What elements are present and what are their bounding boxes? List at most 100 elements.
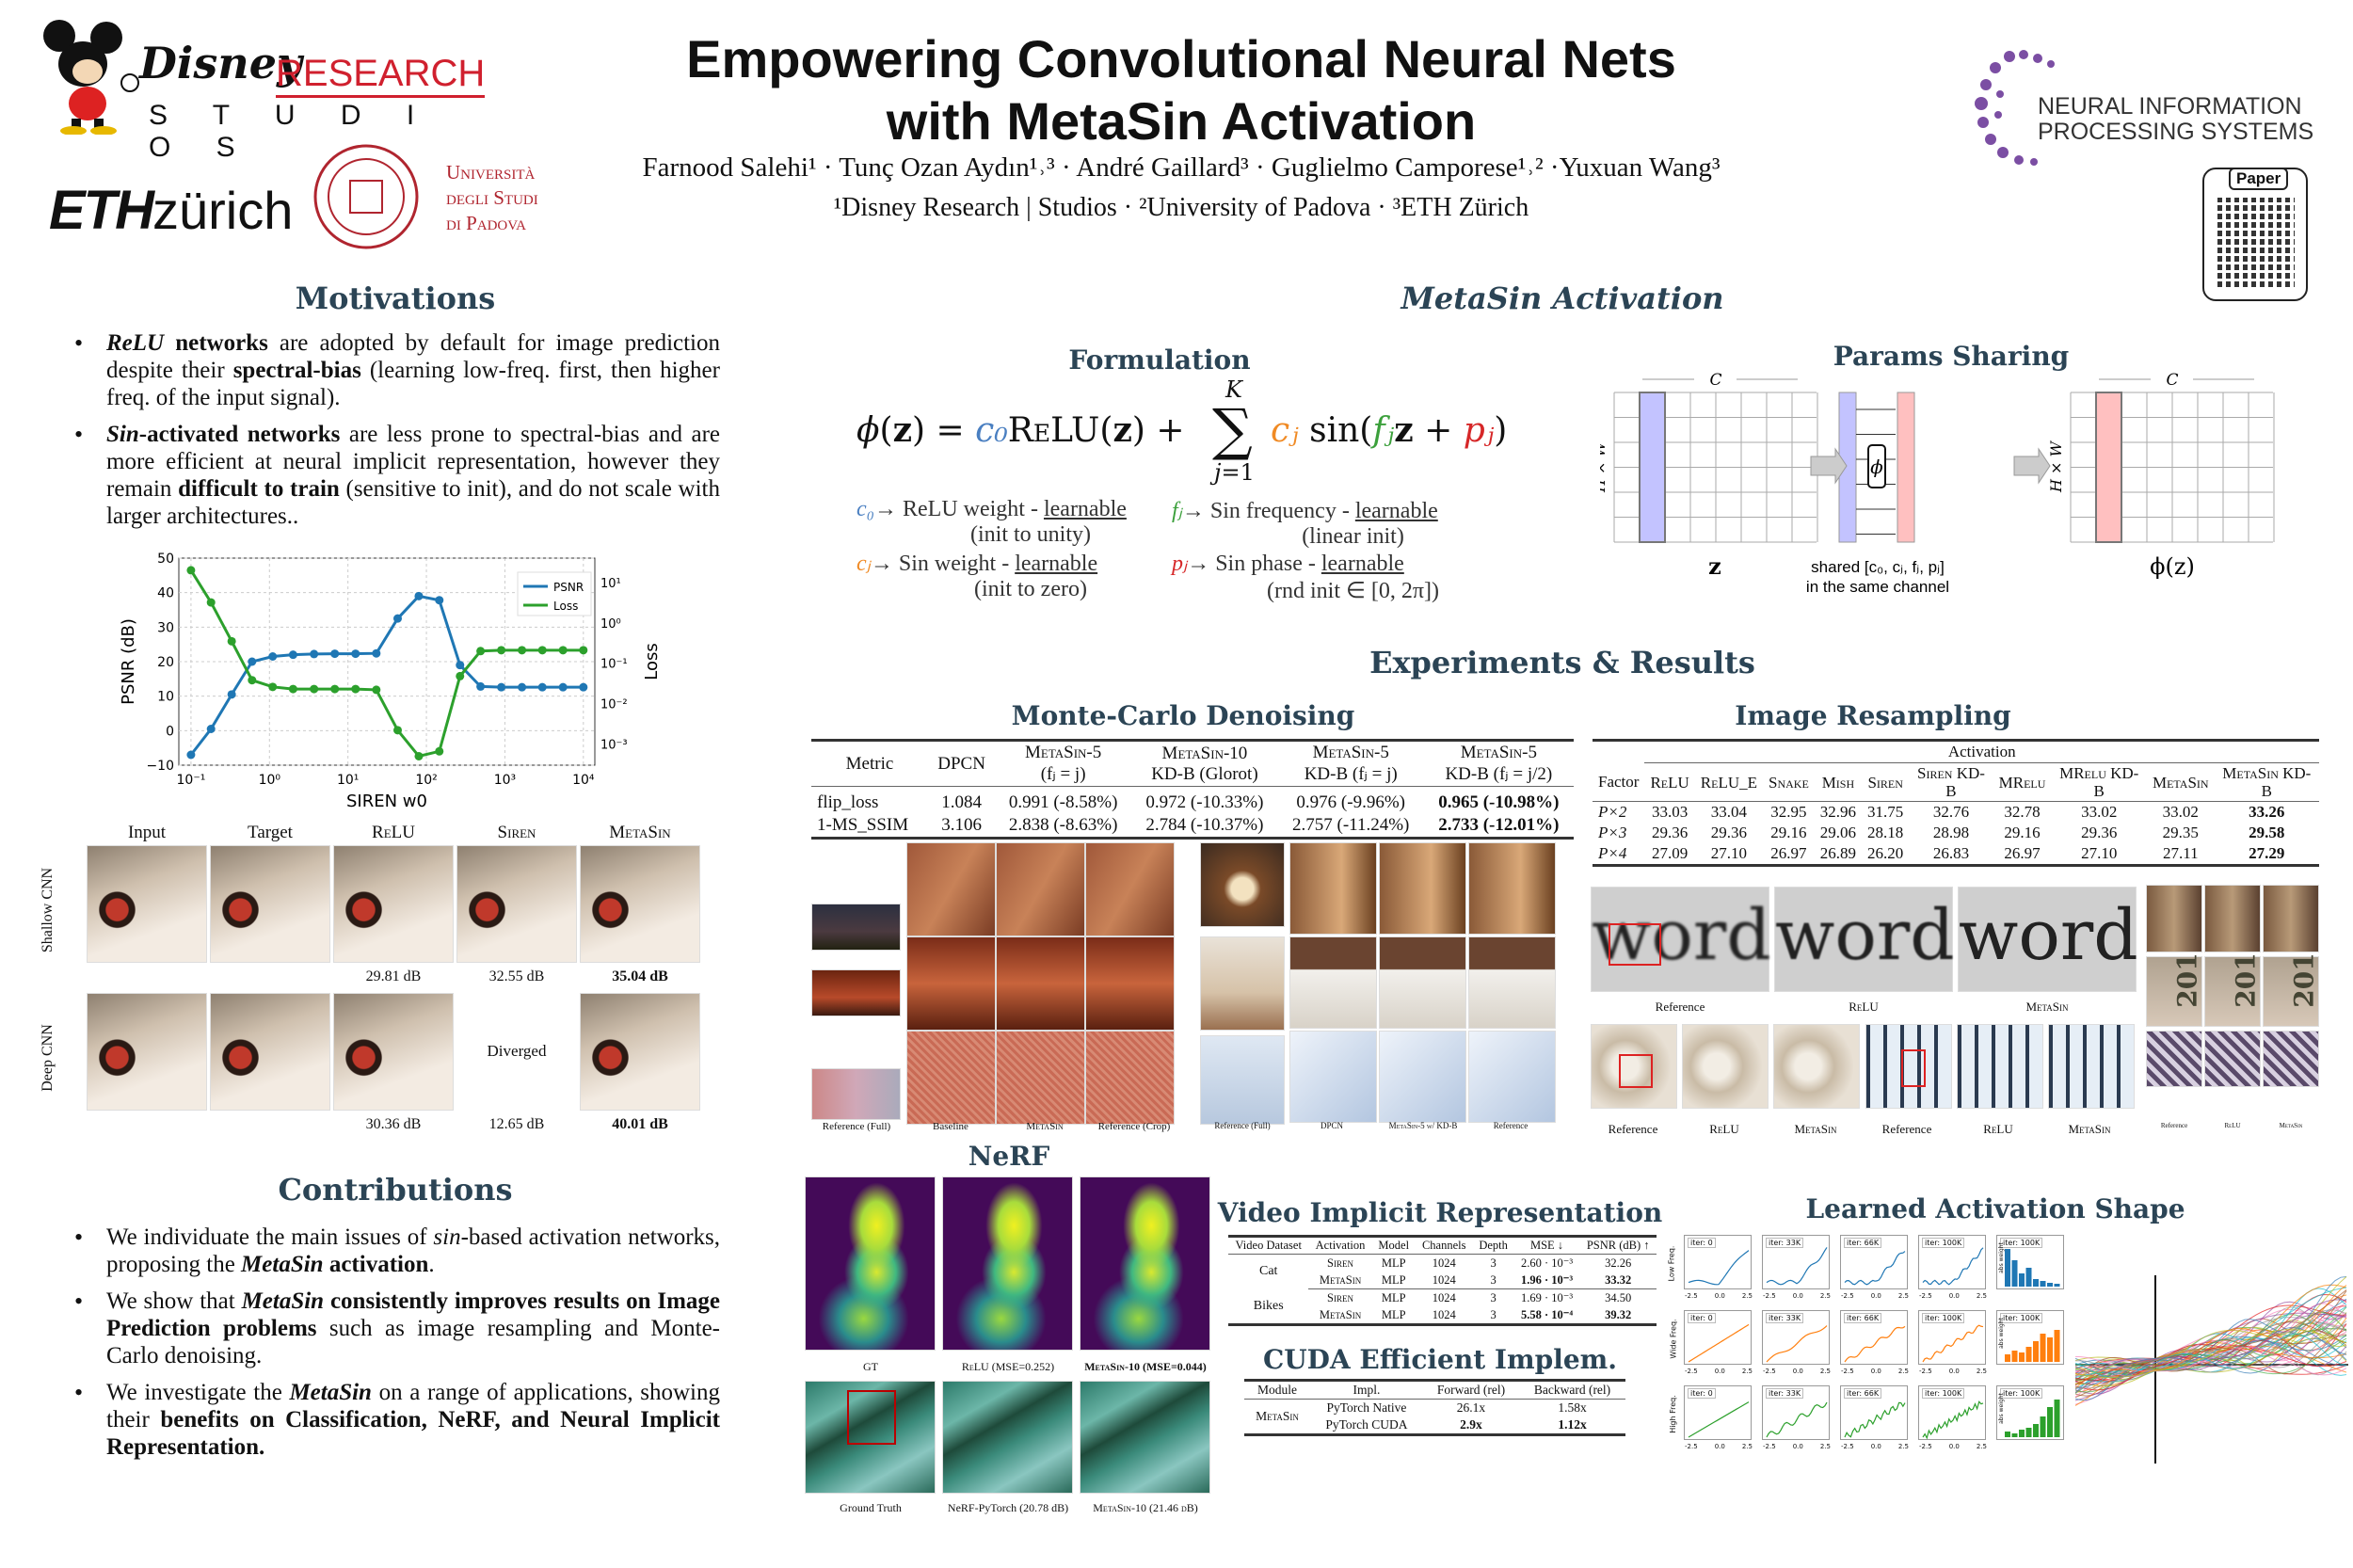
data-point-psnr <box>537 682 547 692</box>
panel-svg <box>2005 1330 2060 1362</box>
denoise-crop <box>1468 936 1556 1029</box>
nerf-heading: NeRF <box>968 1141 1050 1172</box>
table-cell: 26.89 <box>1819 844 1857 862</box>
x-tick-label: 10⁴ <box>572 773 595 788</box>
x-tick-label: 10³ <box>494 773 516 788</box>
c0-symbol: c₀ <box>856 497 874 521</box>
learned-activation-curve <box>2075 1285 2347 1389</box>
word-text: word <box>1959 895 2138 976</box>
texture-full <box>811 1068 901 1120</box>
column-header: DPCN <box>927 740 996 787</box>
bird-image <box>456 845 577 963</box>
table-cell: Siren <box>1327 1256 1353 1270</box>
table-cell: 33.02 <box>2081 803 2118 821</box>
metasin-formula: ϕ(z) = c₀ReLU(z) + K ∑ j=1 cⱼ sin(fⱼz + … <box>856 376 1508 486</box>
data-point-psnr <box>186 750 196 760</box>
x-tick-label: 10² <box>415 773 437 788</box>
paper-qr-code[interactable]: Paper <box>2202 168 2308 301</box>
column-header: MetaSin KD-B <box>2214 762 2319 802</box>
learned-activation-curve <box>2075 1335 2347 1383</box>
column-header: Impl. <box>1309 1380 1423 1400</box>
zurich-wordmark: zürich <box>152 181 294 240</box>
table-cell: 5.58 · 10⁻⁴ <box>1520 1308 1574 1321</box>
denoise-crop <box>1468 1031 1556 1123</box>
denoise-crop <box>1379 936 1466 1029</box>
denoise-crop <box>996 1031 1085 1125</box>
activation-curve <box>1922 1324 1984 1363</box>
header-line: (fⱼ = j) <box>1040 764 1086 784</box>
iter-label: iter: 33K <box>1766 1238 1804 1248</box>
panel-svg <box>1688 1401 1750 1438</box>
fj-desc: Sin frequency - <box>1209 499 1355 523</box>
resample-caption: Reference <box>1608 1122 1658 1136</box>
resample-caption: ReLU <box>1709 1122 1739 1136</box>
header-line: DPCN <box>937 753 985 774</box>
table-cell: 29.58 <box>2249 824 2285 841</box>
column-header: Siren KD-B <box>1909 762 1993 802</box>
y-tick-label: −10 <box>146 759 174 774</box>
table-cell: 1.084 <box>941 792 982 812</box>
table-cell: 27.11 <box>2162 844 2199 862</box>
denoise-crop <box>1085 1031 1175 1125</box>
weight-bar <box>2019 1273 2025 1287</box>
lamp-full <box>1200 842 1285 927</box>
table-cell: 3 <box>1472 1272 1514 1289</box>
image-resampling-heading: Image Resampling <box>1735 700 2011 731</box>
video-heading: Video Implicit Representation <box>1217 1197 1663 1228</box>
y-tick-label: 30 <box>157 620 174 635</box>
weight-bar <box>2033 1424 2039 1437</box>
pj-desc: Sin phase - <box>1215 552 1321 576</box>
year-crop <box>2204 885 2261 952</box>
table-cell: 26.20 <box>1867 844 1904 862</box>
data-point-loss <box>537 646 547 655</box>
mc-caption: Reference (Full) <box>822 1121 891 1132</box>
table-cell: 26.97 <box>2004 844 2041 862</box>
weight-bar <box>2011 1351 2018 1362</box>
fj-init: (linear init) <box>1302 524 1404 549</box>
table-cell: P×3 <box>1598 824 1627 841</box>
x-tick-label: 10⁰ <box>259 773 281 788</box>
motivation-bullet: ReLU networks are adopted by default for… <box>71 329 720 411</box>
column-label: Siren <box>497 823 536 842</box>
denoise-crop <box>1085 936 1175 1031</box>
x-tick-label: 2.5 <box>1741 1443 1753 1450</box>
table-cell: flip_loss <box>817 792 879 812</box>
data-point-loss <box>351 684 360 694</box>
column-header: MetaSin-5(fⱼ = j) <box>995 740 1132 787</box>
learned-activation-curve <box>2075 1317 2347 1393</box>
x-tick-label: 0.0 <box>1714 1443 1725 1450</box>
affiliations: ¹Disney Research | Studios · ²University… <box>833 193 1529 222</box>
header-line: KD-B (fⱼ = j/2) <box>1445 764 1553 784</box>
activation-curve <box>1922 1247 1984 1286</box>
studios-wordmark: S T U D I O S <box>149 100 434 163</box>
x-tick-label: 2.5 <box>1976 1292 1987 1300</box>
y-tick-label: 40 <box>157 586 174 601</box>
nerf-caption: Ground Truth <box>840 1501 902 1514</box>
data-point-psnr <box>248 657 257 666</box>
year-crop: 201 <box>2204 952 2262 1027</box>
padova-line2: degli Studi <box>446 186 538 209</box>
data-point-loss <box>476 647 486 656</box>
weight-bar <box>2047 1337 2053 1362</box>
denoise-crop <box>906 1031 996 1125</box>
weight-bar <box>2025 1268 2032 1287</box>
building-crop <box>1957 1024 2043 1109</box>
fabric-crop <box>2204 1031 2261 1087</box>
